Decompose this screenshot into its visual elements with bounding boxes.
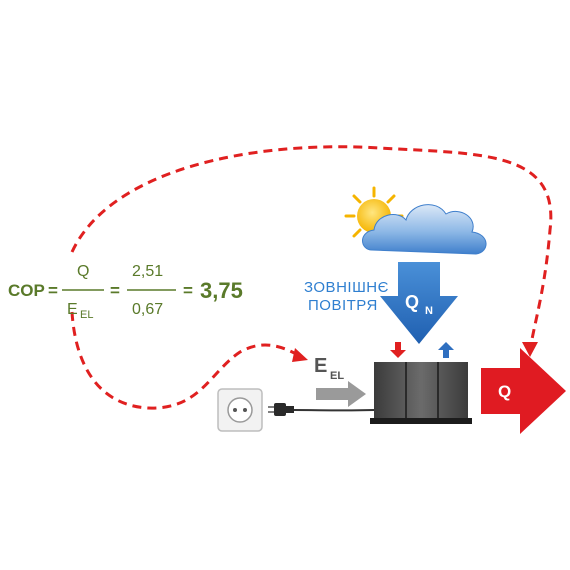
- fraction-denominator-e: E: [67, 301, 78, 318]
- denominator-value: 0,67: [132, 301, 163, 318]
- outdoor-air-line1: ЗОВНІШНЄ: [304, 279, 389, 296]
- equals-sign-3: =: [183, 281, 193, 300]
- qn-subscript: N: [425, 305, 433, 317]
- fraction-numerator-q: Q: [77, 263, 89, 280]
- equals-sign-2: =: [110, 281, 120, 300]
- fraction-denominator-e-subscript: EL: [80, 309, 93, 321]
- cop-result: 3,75: [200, 278, 243, 303]
- numerator-value: 2,51: [132, 263, 163, 280]
- power-socket-icon: [217, 388, 263, 432]
- cloud-icon: [362, 204, 487, 255]
- plug-icon: [268, 403, 294, 416]
- dashed-eel-arrowhead: [292, 348, 308, 362]
- qn-arrow: Q N: [380, 262, 458, 344]
- qn-symbol: Q: [405, 292, 419, 312]
- outdoor-air-label: ЗОВНІШНЄ ПОВІТРЯ: [304, 279, 389, 314]
- dashed-loop-q-to-output: [70, 145, 553, 351]
- heat-pump-unit-icon: [370, 362, 472, 424]
- outdoor-air-line2: ПОВІТРЯ: [308, 297, 378, 314]
- q-output-symbol: Q: [498, 382, 511, 401]
- cop-formula: COP = Q E EL = 2,51 0,67 = 3,75: [8, 263, 243, 321]
- cop-label: COP: [8, 281, 45, 300]
- q-output-arrow: Q: [481, 348, 566, 434]
- air-intake-arrow: [390, 342, 406, 358]
- dashed-loop-eel: [70, 311, 301, 410]
- dashed-loop-arrowhead: [522, 342, 538, 357]
- equals-sign-1: =: [48, 281, 58, 300]
- e-el-symbol: E: [314, 355, 327, 377]
- air-exhaust-arrow: [438, 342, 454, 358]
- grey-energy-arrow: [316, 381, 366, 407]
- e-el-subscript: EL: [330, 370, 344, 382]
- e-el-label: E EL: [314, 355, 344, 382]
